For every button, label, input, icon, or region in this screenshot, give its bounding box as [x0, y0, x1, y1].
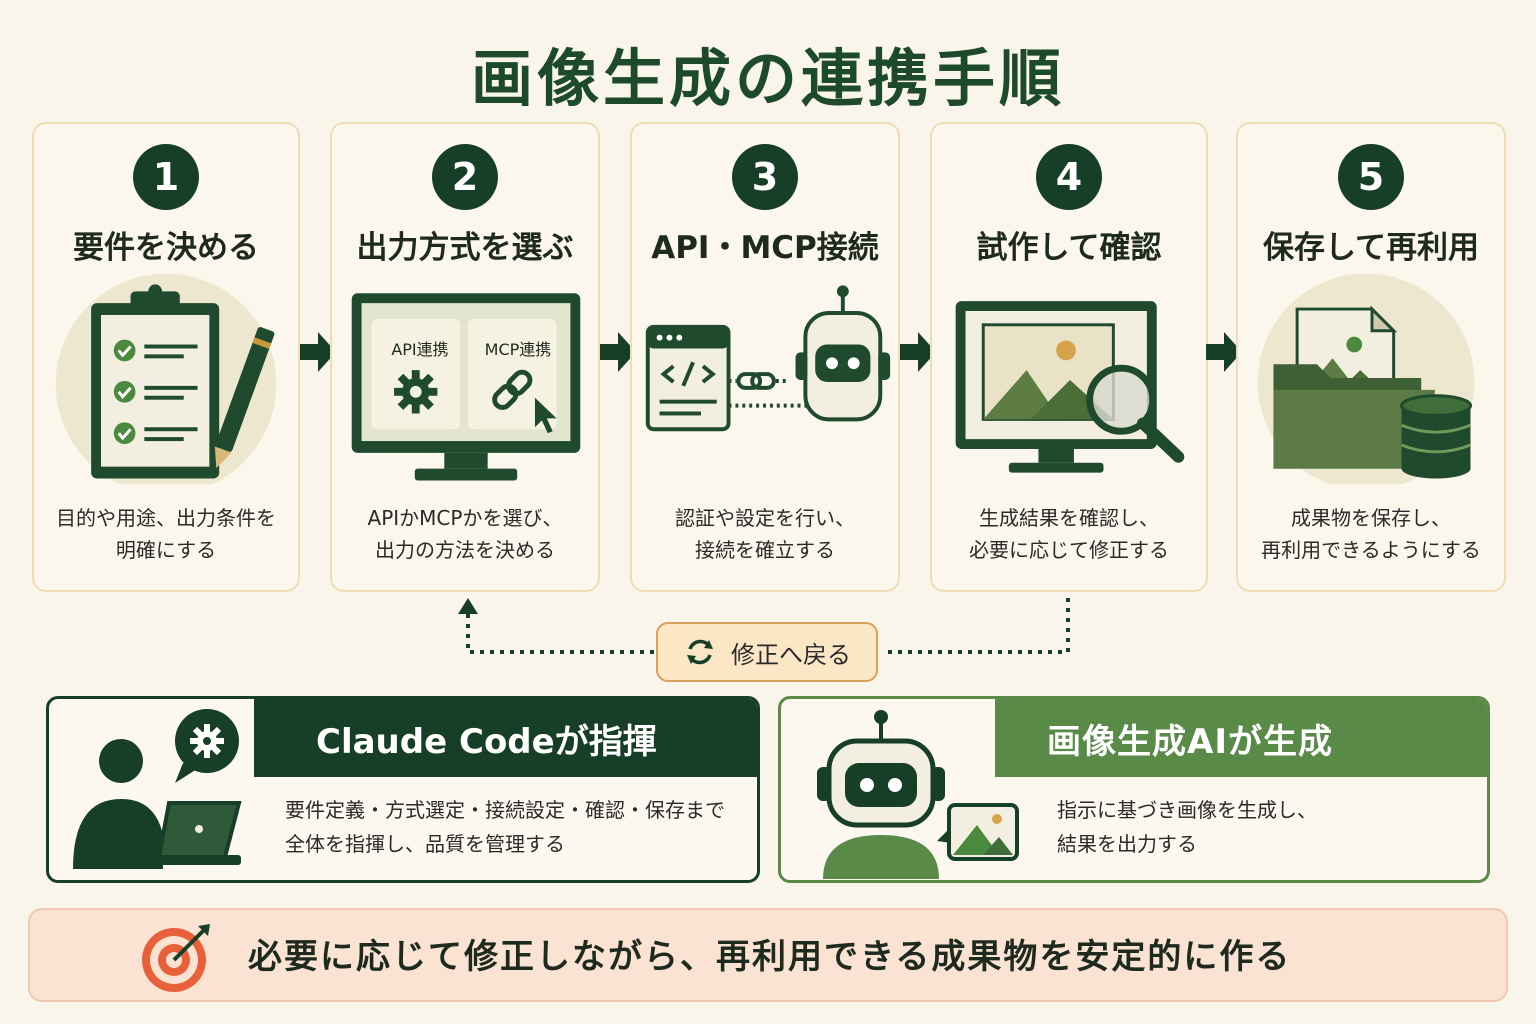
step-desc-line: 明確にする — [115, 538, 217, 562]
step-desc-line: 生成結果を確認し、 — [979, 506, 1159, 530]
step-desc-line: 認証や設定を行い、 — [675, 506, 855, 530]
step-desc-line: 接続を確立する — [695, 538, 835, 562]
arrow-right-icon — [900, 332, 936, 372]
step-number: 3 — [732, 144, 798, 210]
robot-icon — [817, 710, 1019, 879]
step-desc-line: 目的や用途、出力条件を — [56, 506, 276, 530]
clipboard-icon — [55, 274, 277, 484]
person-laptop-icon — [73, 709, 242, 869]
panel-label-api: API連携 — [391, 340, 449, 359]
role-card-claude-code: Claude Codeが指揮 要件定義・方式選定・接続設定・確認・保存まで 全体… — [46, 696, 760, 883]
step-card-1: 1 要件を決める 目的や用途、出力条件を 明確にする — [32, 122, 300, 592]
code-connection-illustration — [645, 285, 891, 432]
step-desc-line: 成果物を保存し、 — [1291, 506, 1451, 530]
step-card-2: 2 出力方式を選ぶ API連携 MCP連携 APIかMCPかを選び、 出力の方法… — [330, 122, 600, 592]
speech-bubble-gear-icon — [175, 709, 239, 783]
robot-icon — [795, 285, 891, 422]
step-card-4: 4 試作して確認 生成結果を確認し、 必要に応じて修正する — [930, 122, 1208, 592]
link-icon — [736, 372, 776, 390]
role-card-image-ai: 画像生成AIが生成 指示に基づき画像を生成し、 結果を出力する — [778, 696, 1490, 883]
step-title: 試作して確認 — [976, 230, 1162, 266]
role-title: Claude Codeが指揮 — [254, 699, 757, 777]
role-desc-line: 全体を指揮し、品質を管理する — [285, 832, 565, 856]
feedback-label: 修正へ戻る — [731, 640, 851, 669]
step-desc-line: 出力の方法を決める — [375, 538, 555, 562]
step-title: 出力方式を選ぶ — [356, 230, 574, 266]
goal-banner: 必要に応じて修正しながら、再利用できる成果物を安定的に作る — [28, 908, 1508, 1002]
arrow-right-icon — [1206, 332, 1242, 372]
step-desc-line: 必要に応じて修正する — [969, 538, 1169, 562]
feedback-loop-arrow — [458, 598, 1070, 654]
monitor-icon — [351, 293, 581, 481]
cursor-icon — [534, 397, 557, 434]
folder-icon — [1273, 364, 1436, 469]
pencil-icon — [214, 327, 275, 469]
role-title: 画像生成AIが生成 — [995, 699, 1487, 777]
feedback-return-badge: 修正へ戻る — [656, 622, 878, 682]
target-icon — [142, 924, 210, 992]
gear-icon — [394, 370, 438, 414]
step-card-3: 3 API・MCP接続 認証や設定を行い、 接続を確立する — [630, 122, 900, 592]
role-desc-line: 要件定義・方式選定・接続設定・確認・保存まで — [285, 798, 725, 822]
step-card-5: 5 保存して再利用 成果物を保存し、 再利用できるようにする — [1236, 122, 1506, 592]
step-title: 要件を決める — [73, 230, 259, 266]
image-speech-bubble-icon — [937, 803, 1019, 861]
refresh-icon — [687, 639, 713, 665]
link-icon — [492, 369, 533, 410]
step-number: 1 — [133, 144, 199, 210]
magnifier-icon — [1086, 364, 1185, 463]
database-icon — [1400, 394, 1472, 479]
step-number: 2 — [432, 144, 498, 210]
step-desc-line: 再利用できるようにする — [1261, 538, 1481, 562]
arrow-right-icon — [600, 332, 636, 372]
step-title: 保存して再利用 — [1262, 230, 1480, 266]
goal-text: 必要に応じて修正しながら、再利用できる成果物を安定的に作る — [248, 937, 1292, 977]
step-number: 5 — [1338, 144, 1404, 210]
step-title: API・MCP接続 — [651, 230, 879, 266]
role-desc-line: 指示に基づき画像を生成し、 — [1057, 798, 1317, 822]
role-desc-line: 結果を出力する — [1057, 832, 1197, 856]
panel-label-mcp: MCP連携 — [484, 340, 552, 359]
step-number: 4 — [1036, 144, 1102, 210]
page-title: 画像生成の連携手順 — [470, 42, 1065, 115]
arrow-right-icon — [300, 332, 336, 372]
monitor-icon — [955, 301, 1185, 473]
code-window-icon — [645, 324, 731, 432]
save-illustration — [1257, 274, 1475, 484]
step-desc-line: APIかMCPかを選び、 — [367, 506, 563, 530]
